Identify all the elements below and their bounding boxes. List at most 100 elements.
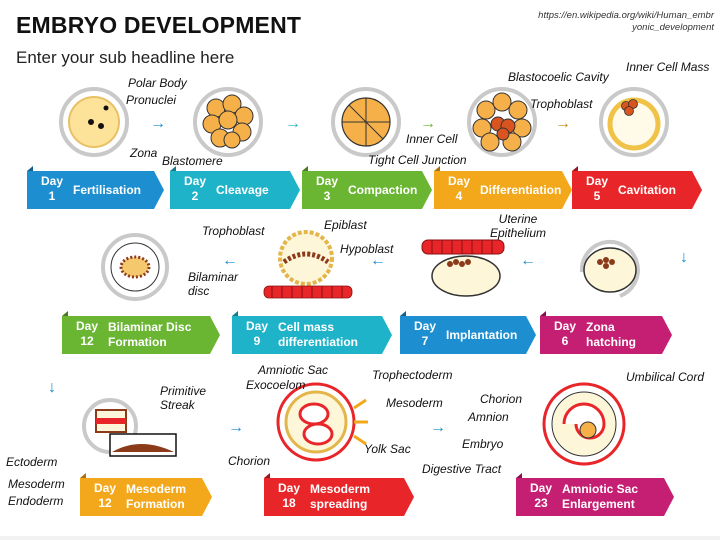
stage-name: Zona hatching <box>586 320 636 349</box>
stage-fold-tab <box>404 478 414 516</box>
stage-fold-shadow <box>62 311 68 316</box>
footer-strip <box>0 536 720 540</box>
label-pronuclei: Pronuclei <box>126 93 177 107</box>
stage-day-word: Day <box>277 481 300 495</box>
stage-fold-tab <box>210 316 220 354</box>
zona-hatching-illustration <box>579 239 640 298</box>
stage-day-word: Day <box>315 174 338 188</box>
stage-name: Differentiation <box>480 182 562 197</box>
stage-name: Cell mass differentiation <box>278 320 358 349</box>
label-amnion: Amnion <box>468 410 509 424</box>
stage-day-number: 23 <box>534 496 548 510</box>
stage-day-word: Day <box>40 174 63 188</box>
bilaminar-disc-illustration <box>101 233 169 301</box>
stage-name: Cavitation <box>618 182 677 197</box>
label-digestive-tract: Digestive Tract <box>422 462 502 476</box>
label-inner-cell: Inner Cell <box>406 132 458 146</box>
label-inner-cell-mass: Inner Cell Mass <box>626 60 710 74</box>
stage-fold-shadow <box>232 311 238 316</box>
stage-fold-tab <box>526 316 536 354</box>
stage-day-number: 1 <box>48 189 56 203</box>
cleavage-illustration <box>193 87 263 157</box>
left-arrow-icon: ← <box>222 252 238 269</box>
stage-name: Cleavage <box>216 182 269 197</box>
source-link[interactable]: https://en.wikipedia.org/wiki/Human_embr… <box>538 10 714 33</box>
stage-name: Compaction <box>348 182 418 197</box>
page-title: EMBRYO DEVELOPMENT <box>16 12 302 38</box>
stage-name: Bilaminar Disc Formation <box>108 320 192 349</box>
stage-fold-shadow <box>264 473 270 478</box>
label-trophoblast: Trophoblast <box>530 97 593 111</box>
stage-fold-tab <box>154 171 164 209</box>
label-tight-cell-junction: Tight Cell Junction <box>368 153 467 167</box>
label-hypoblast: Hypoblast <box>340 242 394 256</box>
stage-fold-shadow <box>516 473 522 478</box>
stage-fold-tab <box>662 316 672 354</box>
label-mesoderm: Mesoderm <box>386 396 443 410</box>
stage-day-number: 7 <box>421 334 429 348</box>
stage-day-number: 4 <box>455 189 463 203</box>
down-arrow-icon: ↓ <box>48 379 56 396</box>
right-arrow-icon: → <box>430 419 446 436</box>
stage-day-number: 6 <box>561 334 569 348</box>
stage-fold-shadow <box>540 311 546 316</box>
cell-mass-differentiation-illustration <box>263 230 353 299</box>
label-yolk-sac: Yolk Sac <box>364 442 411 456</box>
label-polar-body: Polar Body <box>128 76 187 90</box>
label-endoderm: Endoderm <box>8 494 64 508</box>
down-arrow-icon: ↓ <box>680 249 688 266</box>
right-arrow-icon: → <box>555 115 571 132</box>
stage-name: Amniotic Sac Enlargement <box>562 482 639 511</box>
label-epiblast: Epiblast <box>324 218 367 232</box>
stage-name: Mesoderm Formation <box>126 482 187 511</box>
stage-fold-shadow <box>434 166 440 171</box>
mesoderm-spreading-illustration <box>276 382 368 462</box>
implantation-illustration <box>421 239 505 297</box>
right-arrow-icon: → <box>285 115 301 132</box>
stage-day-number: 2 <box>191 189 199 203</box>
right-arrow-icon: → <box>228 419 244 436</box>
label-mesoderm: Mesoderm <box>8 477 65 491</box>
amniotic-sac-enlargement-illustration <box>542 382 626 466</box>
label-uterine-epithelium: Uterine Epithelium <box>489 212 547 240</box>
label-chorion: Chorion <box>480 392 523 406</box>
left-arrow-icon: ← <box>520 252 536 269</box>
stage-day-word: Day <box>529 481 552 495</box>
stage-day-word: Day <box>245 319 268 333</box>
stage-name: Implantation <box>446 327 518 342</box>
stage-fold-shadow <box>400 311 406 316</box>
stage-fold-tab <box>664 478 674 516</box>
label-embryo: Embryo <box>462 437 504 451</box>
left-arrow-icon: ← <box>370 252 386 269</box>
stage-name: Fertilisation <box>73 182 142 197</box>
label-trophoblast: Trophoblast <box>202 224 265 238</box>
stage-day-number: 5 <box>593 189 601 203</box>
stage-day-word: Day <box>447 174 470 188</box>
label-primitive-streak: Primitive Streak <box>160 384 207 412</box>
page-subtitle: Enter your sub headline here <box>16 48 235 67</box>
stage-day-number: 12 <box>98 496 112 510</box>
stage-fold-shadow <box>302 166 308 171</box>
stage-fold-shadow <box>27 166 33 171</box>
label-blastomere: Blastomere <box>162 154 223 168</box>
differentiation-illustration <box>467 87 537 157</box>
stage-day-number: 3 <box>323 189 331 203</box>
stage-fold-tab <box>562 171 572 209</box>
stage-fold-tab <box>692 171 702 209</box>
stage-name: Mesoderm spreading <box>310 482 371 511</box>
stage-day-word: Day <box>413 319 436 333</box>
stage-day-word: Day <box>75 319 98 333</box>
compaction-illustration <box>331 87 401 157</box>
stage-fold-shadow <box>170 166 176 171</box>
